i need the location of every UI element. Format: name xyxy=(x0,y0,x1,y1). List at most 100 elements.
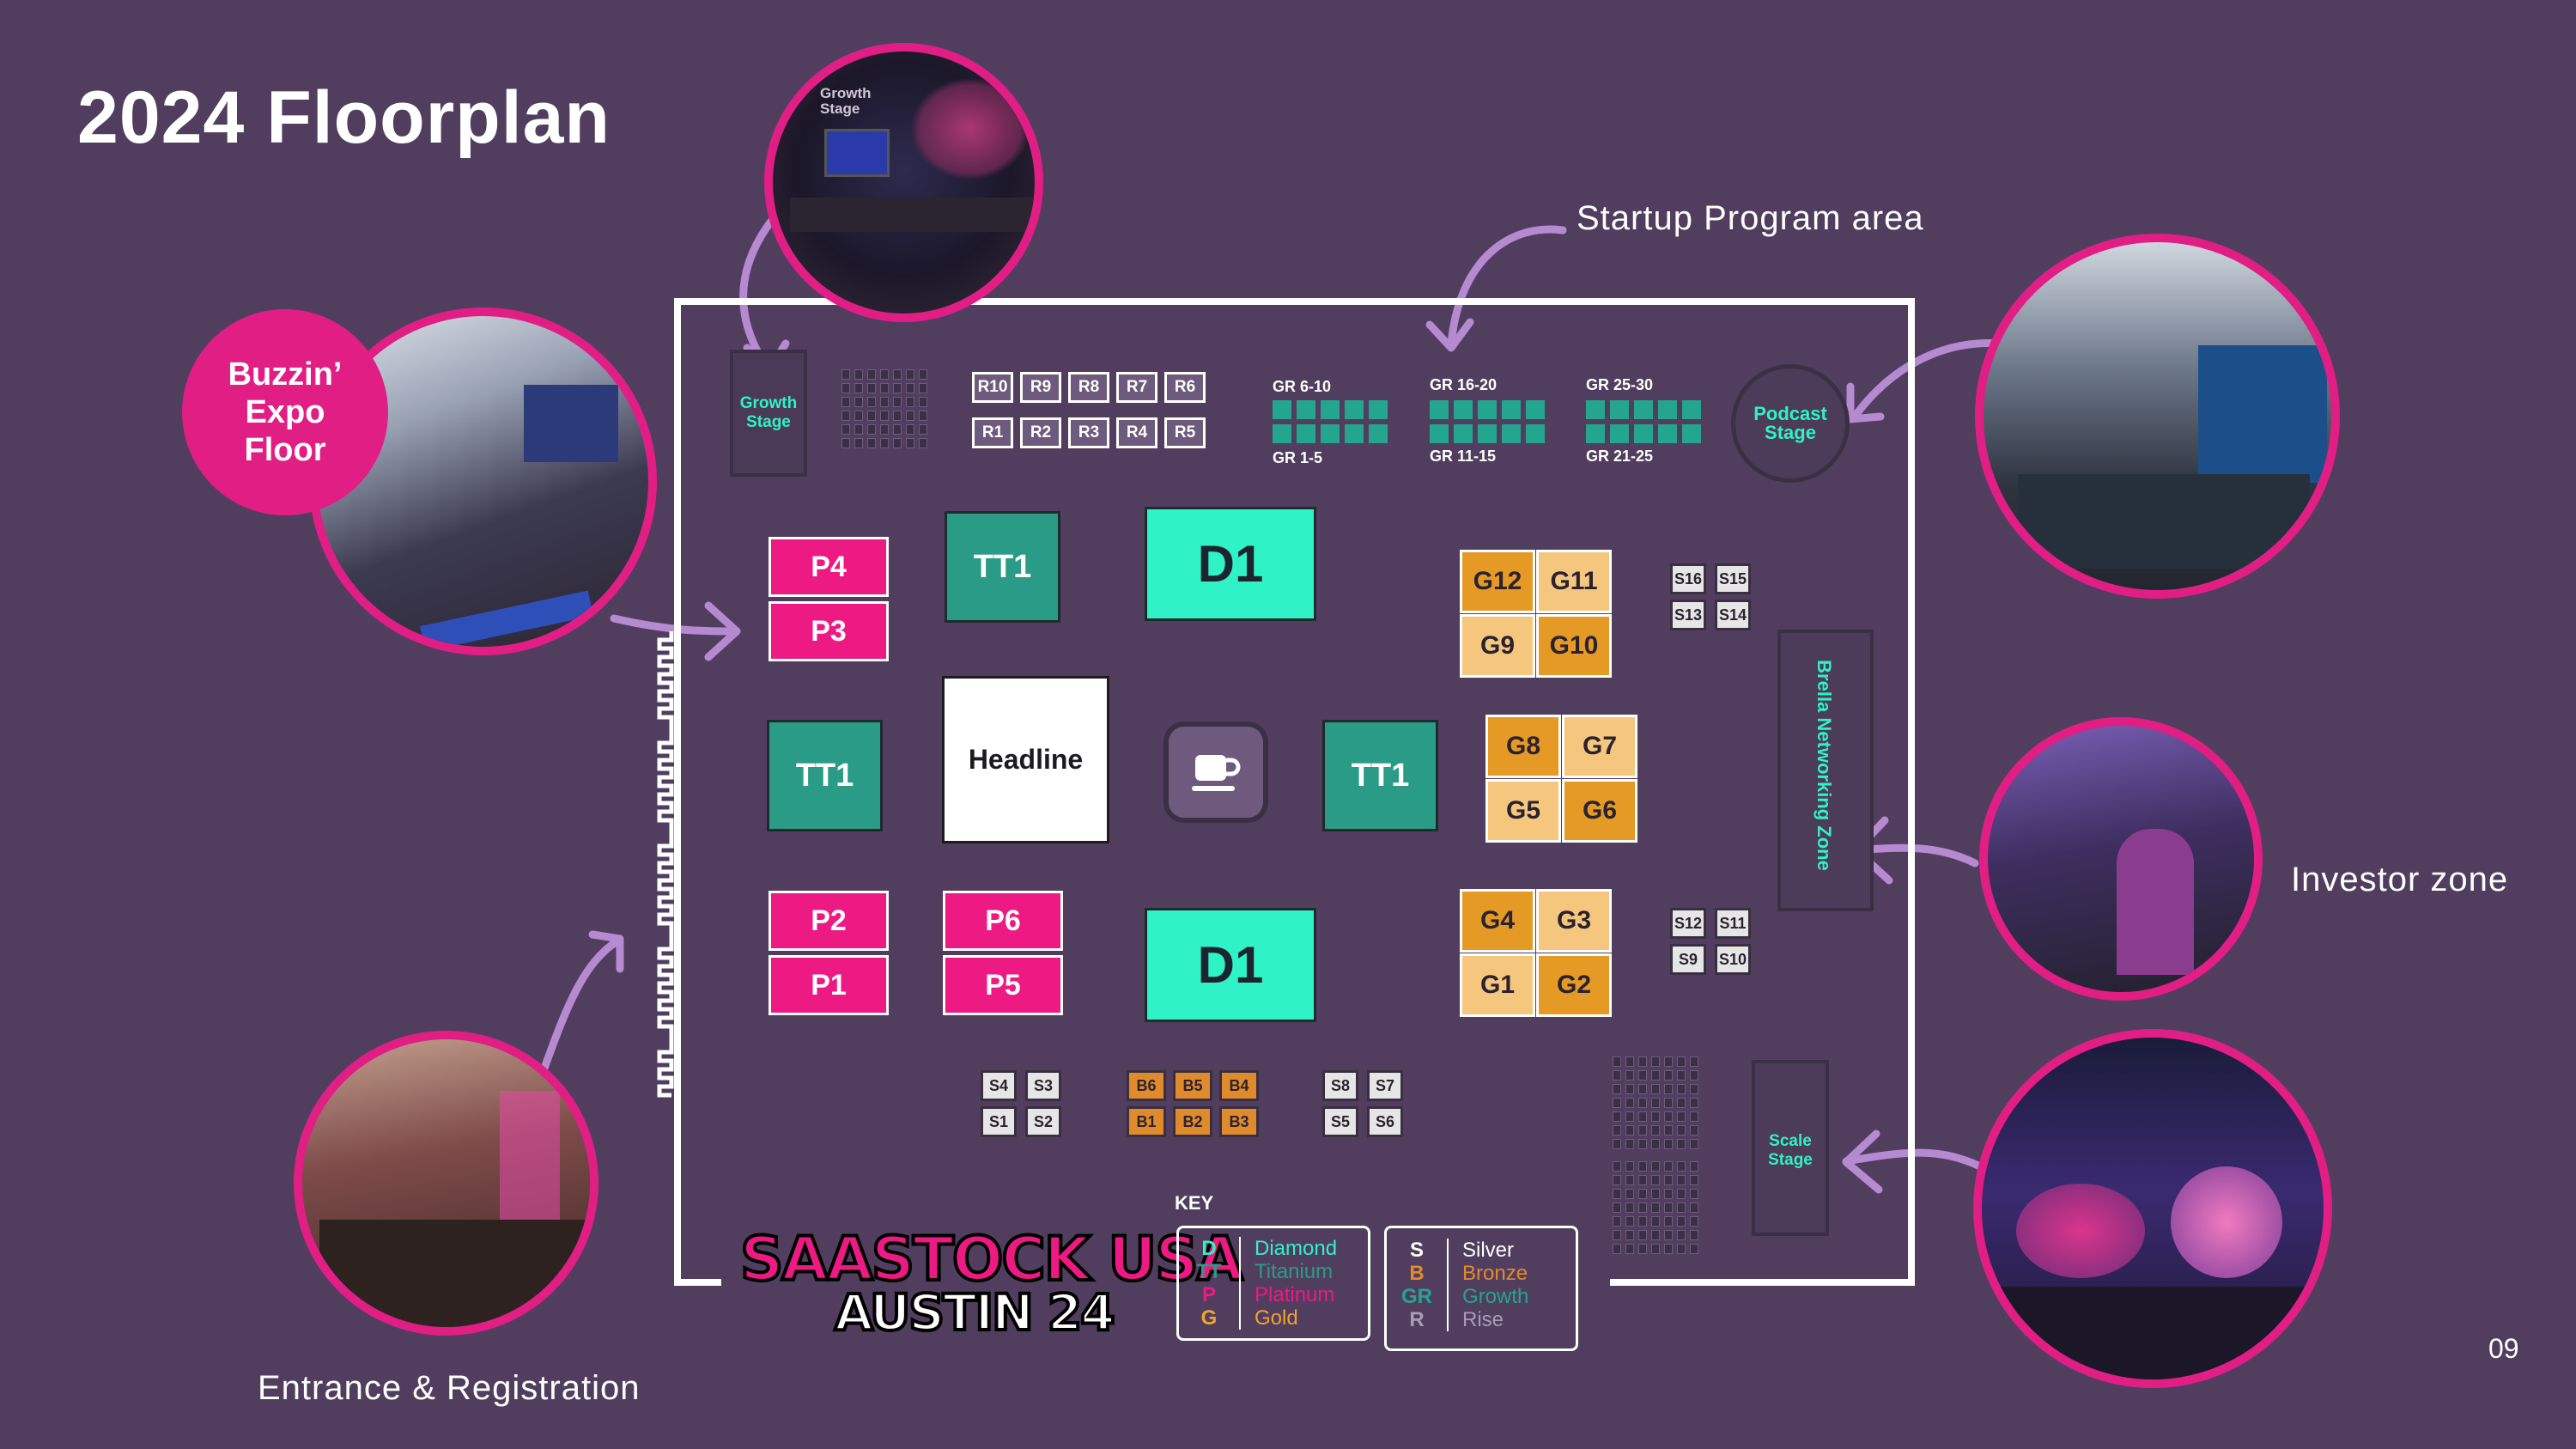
booth-r7[interactable]: R7 xyxy=(1116,372,1157,403)
seat xyxy=(1613,1070,1621,1081)
booth-r1[interactable]: R1 xyxy=(972,417,1013,448)
growth-booth[interactable] xyxy=(1345,424,1364,443)
growth-group-a xyxy=(1273,400,1388,443)
growth-booth[interactable] xyxy=(1682,424,1701,443)
booth-s12[interactable]: S12 xyxy=(1670,908,1706,939)
seat xyxy=(880,397,889,407)
growth-booth[interactable] xyxy=(1321,400,1340,419)
booth-tt1[interactable]: TT1 xyxy=(767,720,883,831)
booth-s16[interactable]: S16 xyxy=(1670,563,1706,594)
booth-b2[interactable]: B2 xyxy=(1173,1106,1212,1137)
booth-g9[interactable]: G9 xyxy=(1460,614,1535,678)
booth-g11[interactable]: G11 xyxy=(1536,550,1612,613)
booth-r6[interactable]: R6 xyxy=(1164,372,1206,403)
growth-booth[interactable] xyxy=(1502,424,1521,443)
booth-p4[interactable]: P4 xyxy=(769,537,889,597)
booth-s15[interactable]: S15 xyxy=(1715,563,1751,594)
booth-r4[interactable]: R4 xyxy=(1116,417,1157,448)
booth-s3[interactable]: S3 xyxy=(1025,1070,1061,1101)
growth-booth[interactable] xyxy=(1526,424,1545,443)
booth-s4[interactable]: S4 xyxy=(981,1070,1017,1101)
booth-r9[interactable]: R9 xyxy=(1020,372,1061,403)
growth-booth[interactable] xyxy=(1478,424,1497,443)
booth-p2[interactable]: P2 xyxy=(769,891,889,951)
growth-booth[interactable] xyxy=(1345,400,1364,419)
growth-booth[interactable] xyxy=(1430,424,1449,443)
booth-r10[interactable]: R10 xyxy=(972,372,1013,403)
booth-g5[interactable]: G5 xyxy=(1485,779,1561,843)
growth-booth[interactable] xyxy=(1682,400,1701,419)
booth-tt1[interactable]: TT1 xyxy=(945,511,1060,623)
booth-p5[interactable]: P5 xyxy=(943,955,1063,1015)
booth-g12[interactable]: G12 xyxy=(1460,550,1535,613)
growth-booth[interactable] xyxy=(1586,400,1605,419)
growth-booth[interactable] xyxy=(1273,424,1291,443)
booth-s8[interactable]: S8 xyxy=(1322,1070,1358,1101)
booth-p1[interactable]: P1 xyxy=(769,955,889,1015)
booth-g6[interactable]: G6 xyxy=(1562,779,1637,843)
seat xyxy=(1613,1161,1621,1172)
growth-booth[interactable] xyxy=(1297,424,1315,443)
seat xyxy=(854,438,863,448)
growth-booth[interactable] xyxy=(1297,400,1315,419)
booth-b6[interactable]: B6 xyxy=(1127,1070,1166,1101)
booth-g1[interactable]: G1 xyxy=(1460,953,1535,1017)
seat xyxy=(1664,1056,1673,1067)
seat xyxy=(1638,1244,1647,1254)
growth-booth[interactable] xyxy=(1369,400,1388,419)
booth-g2[interactable]: G2 xyxy=(1536,953,1612,1017)
booth-b1[interactable]: B1 xyxy=(1127,1106,1166,1137)
growth-booth[interactable] xyxy=(1273,400,1291,419)
arrow-podcast xyxy=(1850,339,2005,421)
booth-s1[interactable]: S1 xyxy=(981,1106,1017,1137)
growth-booth[interactable] xyxy=(1634,424,1653,443)
booth-g7[interactable]: G7 xyxy=(1562,715,1637,778)
booth-r2[interactable]: R2 xyxy=(1020,417,1061,448)
booth-s10[interactable]: S10 xyxy=(1715,944,1751,975)
booth-s11[interactable]: S11 xyxy=(1715,908,1751,939)
growth-booth[interactable] xyxy=(1321,424,1340,443)
booth-p6[interactable]: P6 xyxy=(943,891,1063,951)
booth-r5[interactable]: R5 xyxy=(1164,417,1206,448)
booth-s9[interactable]: S9 xyxy=(1670,944,1706,975)
growth-booth[interactable] xyxy=(1610,424,1629,443)
booth-tt1[interactable]: TT1 xyxy=(1322,720,1438,831)
booth-s5[interactable]: S5 xyxy=(1322,1106,1358,1137)
seat xyxy=(1638,1230,1647,1240)
growth-booth[interactable] xyxy=(1478,400,1497,419)
growth-booth[interactable] xyxy=(1502,400,1521,419)
seat xyxy=(919,424,927,435)
growth-booth[interactable] xyxy=(1430,400,1449,419)
booth-p3[interactable]: P3 xyxy=(769,601,889,661)
booth-b5[interactable]: B5 xyxy=(1173,1070,1212,1101)
growth-booth[interactable] xyxy=(1610,400,1629,419)
growth-booth[interactable] xyxy=(1658,400,1677,419)
growth-booth[interactable] xyxy=(1454,400,1473,419)
booth-g10[interactable]: G10 xyxy=(1536,614,1612,678)
growth-booth[interactable] xyxy=(1454,424,1473,443)
growth-booth[interactable] xyxy=(1586,424,1605,443)
booth-r8[interactable]: R8 xyxy=(1068,372,1109,403)
booth-headline[interactable]: Headline xyxy=(942,676,1109,843)
booth-s2[interactable]: S2 xyxy=(1025,1106,1061,1137)
growth-booth[interactable] xyxy=(1369,424,1388,443)
booth-s6[interactable]: S6 xyxy=(1367,1106,1403,1137)
booth-s7[interactable]: S7 xyxy=(1367,1070,1403,1101)
growth-booth[interactable] xyxy=(1526,400,1545,419)
booth-d1[interactable]: D1 xyxy=(1145,507,1316,621)
booth-g3[interactable]: G3 xyxy=(1536,889,1612,953)
booth-b4[interactable]: B4 xyxy=(1219,1070,1259,1101)
booth-s13[interactable]: S13 xyxy=(1670,600,1706,630)
booth-r3[interactable]: R3 xyxy=(1068,417,1109,448)
seat xyxy=(1651,1139,1660,1149)
booth-b3[interactable]: B3 xyxy=(1219,1106,1259,1137)
seat xyxy=(1638,1111,1647,1122)
seat xyxy=(1613,1098,1621,1108)
seat xyxy=(854,369,863,380)
booth-s14[interactable]: S14 xyxy=(1715,600,1751,630)
booth-d1[interactable]: D1 xyxy=(1145,908,1316,1022)
booth-g4[interactable]: G4 xyxy=(1460,889,1535,953)
booth-g8[interactable]: G8 xyxy=(1485,715,1561,778)
growth-booth[interactable] xyxy=(1658,424,1677,443)
growth-booth[interactable] xyxy=(1634,400,1653,419)
